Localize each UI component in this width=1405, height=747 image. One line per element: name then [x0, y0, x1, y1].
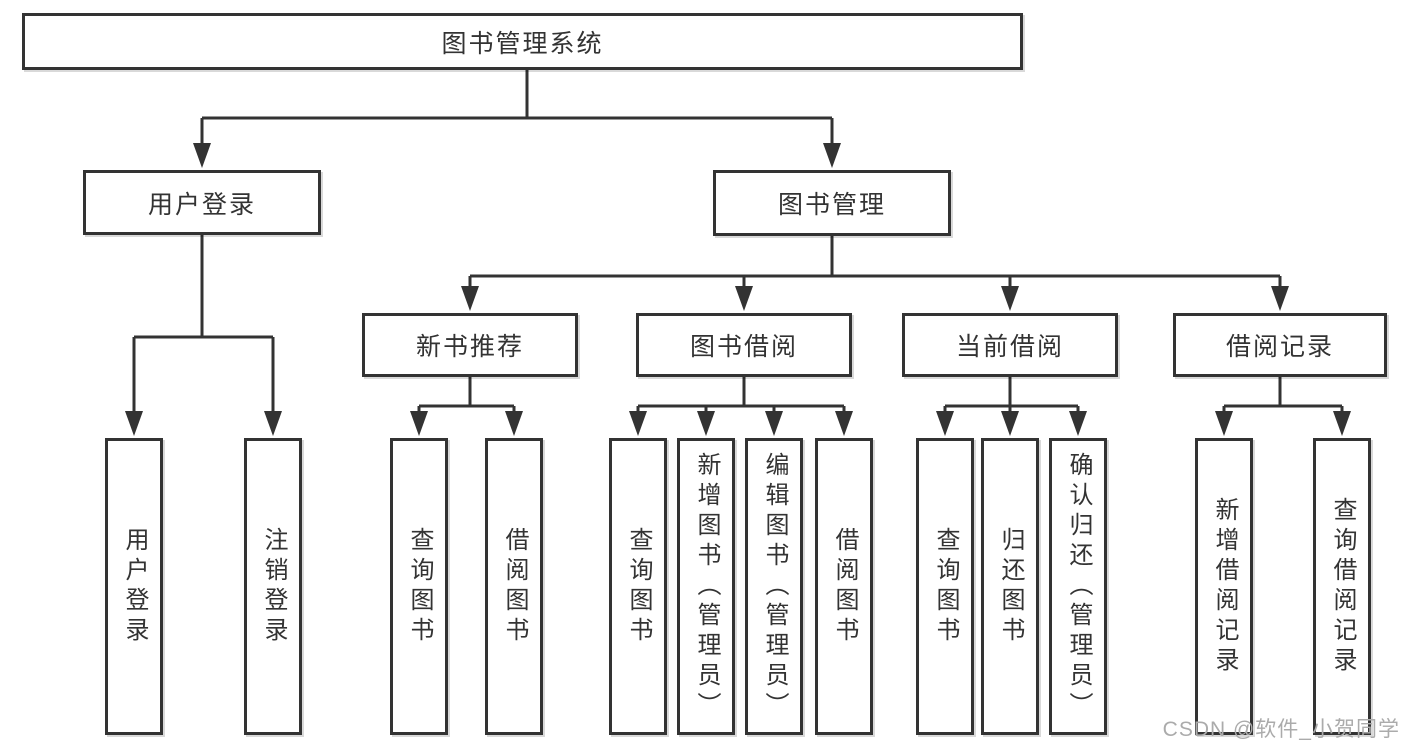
node-label: 图书管理: [777, 191, 886, 219]
leaf-query-books-newbook: 查询图书: [390, 438, 448, 735]
node-book-management: 图书管理: [713, 170, 951, 236]
node-current-borrowing: 当前借阅: [902, 313, 1118, 377]
node-new-book-recommend: 新书推荐: [362, 313, 578, 377]
leaf-logout: 注销登录: [244, 438, 302, 735]
node-label: 图书管理系统: [441, 29, 604, 58]
leaf-query-books-current: 查询图书: [916, 438, 974, 735]
node-label: 借阅图书: [501, 526, 528, 647]
node-label: 查询借阅记录: [1329, 496, 1356, 677]
node-label: 借阅图书: [831, 526, 858, 647]
node-label: 新书推荐: [415, 333, 524, 361]
node-label: 注销登录: [260, 526, 287, 647]
node-label: 归还图书: [997, 526, 1024, 647]
edge-book-mgmt-children: [468, 236, 1282, 290]
edge-book-borrow-children: [636, 377, 846, 416]
leaf-return-books: 归还图书: [981, 438, 1039, 735]
node-label: 图书借阅: [689, 333, 798, 361]
leaf-borrow-books-newbook: 借阅图书: [485, 438, 543, 735]
node-library-management-system: 图书管理系统: [22, 13, 1023, 70]
node-label: 新增图书（管理员）: [693, 451, 720, 722]
leaf-confirm-return-admin: 确认归还（管理员）: [1049, 438, 1107, 735]
edge-root-to-level2: [200, 70, 834, 148]
leaf-query-books-borrow: 查询图书: [609, 438, 667, 735]
edge-borrow-record-children: [1222, 377, 1344, 416]
node-label: 确认归还（管理员）: [1065, 451, 1092, 722]
leaf-borrow-books-borrow: 借阅图书: [815, 438, 873, 735]
node-label: 查询图书: [625, 526, 652, 647]
node-label: 当前借阅: [955, 333, 1064, 361]
leaf-add-borrow-record: 新增借阅记录: [1195, 438, 1253, 735]
node-label: 查询图书: [406, 526, 433, 647]
leaf-add-book-admin: 新增图书（管理员）: [677, 438, 735, 735]
arrowheads: [125, 143, 1351, 436]
edge-user-login-children: [132, 235, 275, 416]
node-label: 编辑图书（管理员）: [761, 451, 788, 722]
leaf-user-login: 用户登录: [105, 438, 163, 735]
node-label: 查询图书: [932, 526, 959, 647]
node-user-login: 用户登录: [83, 170, 321, 235]
leaf-edit-book-admin: 编辑图书（管理员）: [745, 438, 803, 735]
node-book-borrowing: 图书借阅: [636, 313, 852, 377]
node-label: 借阅记录: [1225, 333, 1334, 361]
leaf-query-borrow-record: 查询借阅记录: [1313, 438, 1371, 735]
node-label: 用户登录: [121, 526, 148, 647]
edge-current-borrow-children: [943, 377, 1080, 416]
edge-new-book-children: [417, 377, 516, 416]
node-borrowing-records: 借阅记录: [1173, 313, 1387, 377]
node-label: 新增借阅记录: [1211, 496, 1238, 677]
csdn-watermark: CSDN @软件_小贺同学: [1162, 718, 1400, 741]
node-label: 用户登录: [147, 190, 256, 219]
